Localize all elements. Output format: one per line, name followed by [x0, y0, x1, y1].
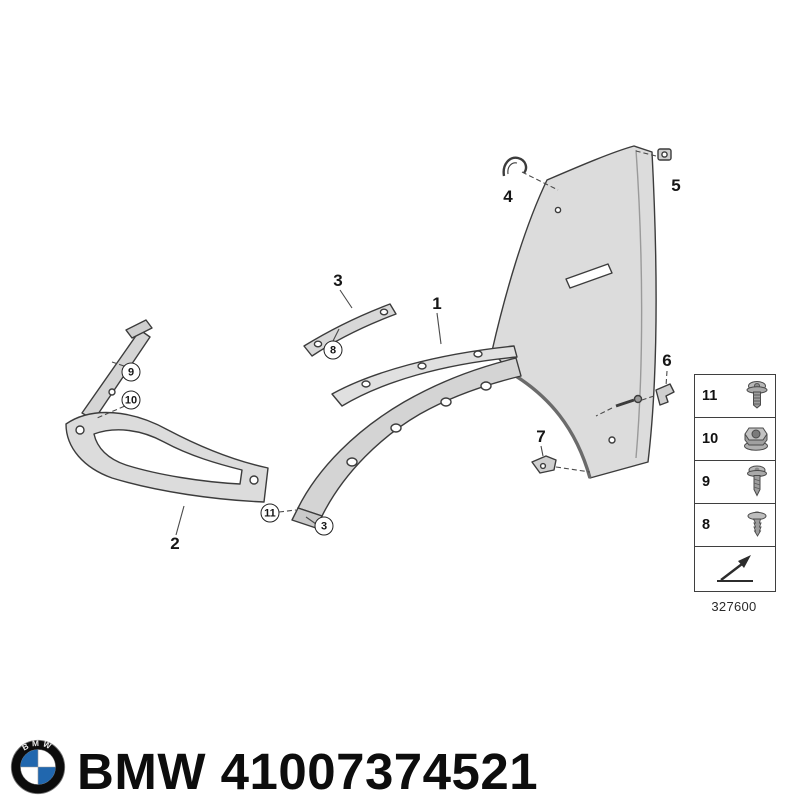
legend-row-11: 11: [695, 375, 775, 418]
corner-bracket-part-6: [615, 383, 675, 408]
callout-1: 1: [432, 294, 442, 313]
bmw-roundel-logo: BMW: [10, 739, 66, 795]
legend-label-11: 11: [702, 388, 718, 404]
tapping-screw-icon: [747, 465, 767, 497]
callout-4: 4: [503, 187, 513, 206]
callout-3-circled: 3: [314, 516, 334, 536]
callout-9-circled: 9: [121, 362, 141, 382]
fastener-legend: 11 10 9: [694, 374, 776, 592]
legend-row-10: 10: [695, 418, 775, 461]
spacer-pad-part: [657, 148, 672, 161]
legend-label-10: 10: [702, 431, 719, 447]
corner-bracket-part-7: [531, 455, 557, 474]
front-fender-panel: [491, 145, 657, 479]
roundel-quadrant: [38, 767, 56, 785]
legend-continuation-cell: [695, 547, 775, 591]
torx-screw-icon: [746, 381, 768, 409]
wheel-arch-support-rail: [291, 345, 522, 529]
roundel-quadrant: [20, 749, 38, 767]
page-continues-arrow-icon: [717, 555, 753, 582]
diagram-number: 327600: [711, 599, 757, 614]
callout-8-circled: 8: [323, 340, 343, 360]
part-number-title: BMW 41007374521: [77, 743, 539, 800]
legend-row-9: 9: [695, 461, 775, 504]
callout-5: 5: [671, 176, 681, 195]
callout-6: 6: [662, 351, 672, 370]
flange-nut-icon: [744, 427, 768, 451]
callout-11-circled: 11: [260, 503, 280, 523]
headlight-support-bracket: [65, 319, 269, 503]
callout-7: 7: [536, 427, 546, 446]
expansion-rivet-icon: [747, 511, 767, 537]
callout-10-circled: 10: [121, 390, 141, 410]
upper-bracket-strip: [303, 303, 397, 357]
legend-label-8: 8: [702, 517, 711, 533]
callout-2: 2: [170, 534, 180, 553]
retaining-clip-part: [502, 156, 528, 177]
legend-label-9: 9: [702, 474, 711, 490]
callout-3: 3: [333, 271, 343, 290]
legend-row-8: 8: [695, 504, 775, 547]
leader-lines: [96, 150, 668, 536]
